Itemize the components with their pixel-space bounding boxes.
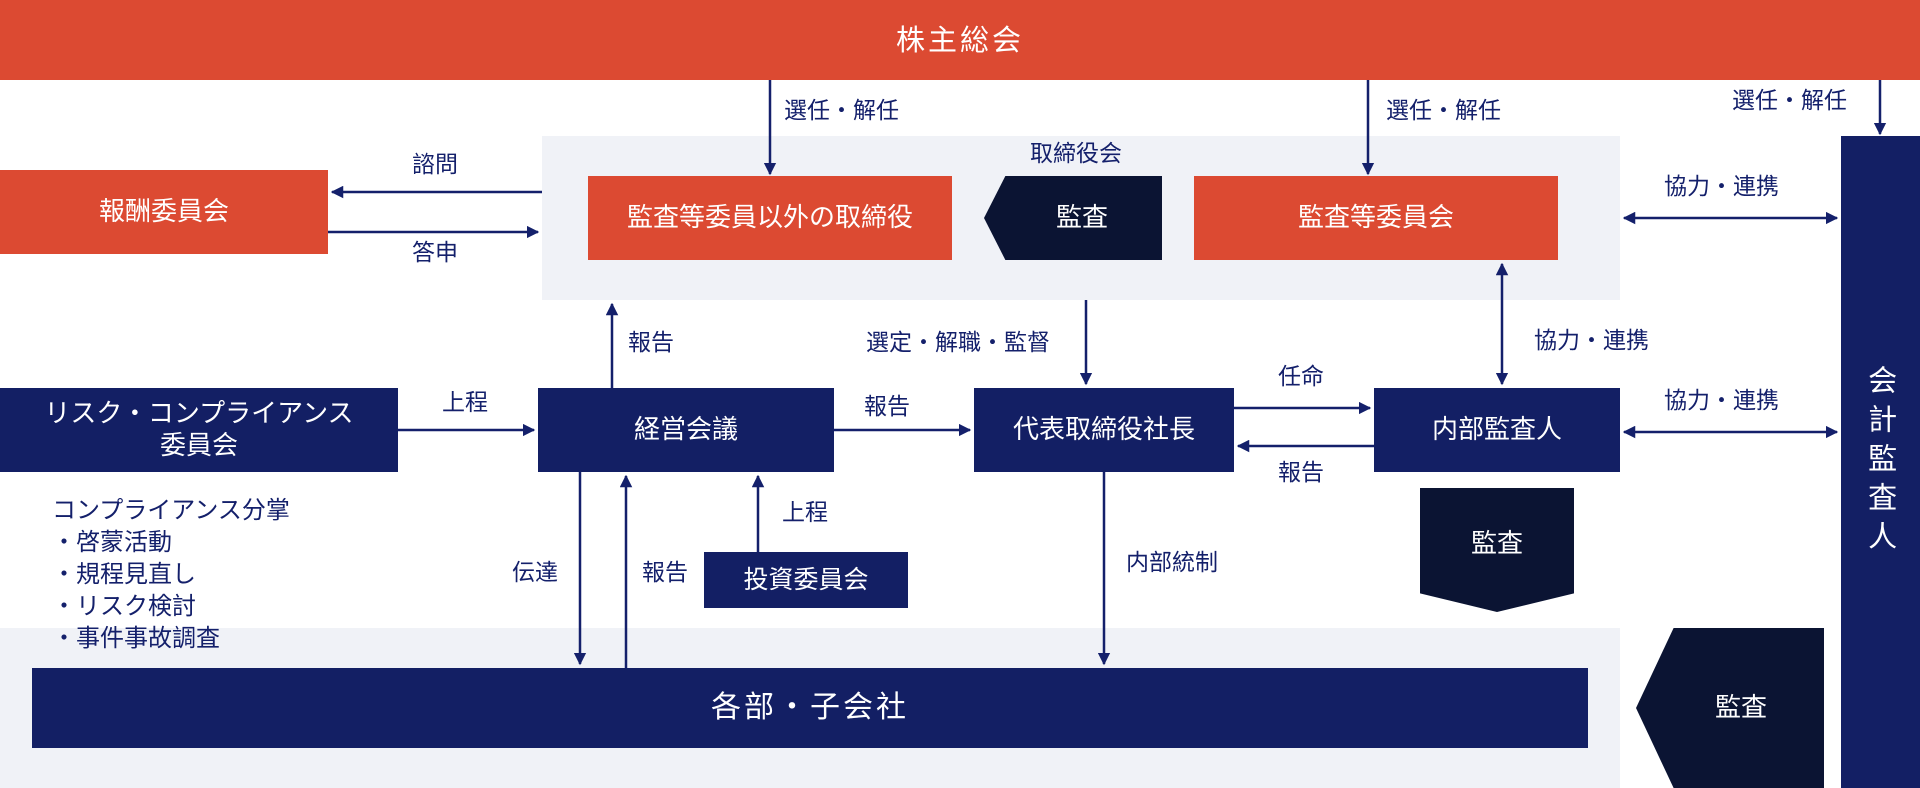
risk-committee-line1: リスク・コンプライアンス (44, 398, 354, 429)
label-elect-audit: 選任・解任 (1386, 98, 1501, 124)
label-internal-control: 内部統制 (1126, 550, 1218, 576)
label-elect-directors: 選任・解任 (784, 98, 899, 124)
compliance-item: ・規程見直し (52, 560, 196, 588)
label-coop-audit: 協力・連携 (1664, 174, 1779, 200)
compliance-title: コンプライアンス分掌 (52, 496, 290, 524)
label-report-internal: 報告 (1278, 460, 1324, 486)
compliance-notes: コンプライアンス分掌 ・啓蒙活動 ・規程見直し ・リスク検討 ・事件事故調査 (52, 494, 290, 654)
audit-badge-internal: 監査 (1420, 488, 1574, 612)
audit-committee: 監査等委員会 (1194, 176, 1558, 260)
internal-auditor: 内部監査人 (1374, 388, 1620, 472)
compliance-item: ・啓蒙活動 (52, 528, 172, 556)
risk-compliance-committee: リスク・コンプライアンス 委員会 (0, 388, 398, 472)
label-coop-internal-accounting: 協力・連携 (1664, 388, 1779, 414)
label-report-departments: 報告 (642, 560, 688, 586)
label-consult: 諮問 (412, 152, 458, 178)
president: 代表取締役社長 (974, 388, 1234, 472)
shareholders-meeting: 株主総会 (0, 0, 1920, 80)
compliance-item: ・事件事故調査 (52, 624, 220, 652)
departments-subsidiaries: 各部・子会社 (32, 668, 1588, 748)
label-report-management: 報告 (864, 394, 910, 420)
compliance-item: ・リスク検討 (52, 592, 196, 620)
board-label: 取締役会 (1030, 141, 1122, 167)
label-submit-investment: 上程 (782, 500, 828, 526)
label-report-board: 報告 (628, 330, 674, 356)
investment-committee: 投資委員会 (704, 552, 908, 608)
accounting-auditor-label: 会計監査人 (1863, 364, 1898, 560)
label-appoint: 任命 (1278, 364, 1324, 390)
audit-badge-accounting: 監査 (1636, 628, 1824, 788)
label-submit-risk: 上程 (442, 390, 488, 416)
label-communicate: 伝達 (512, 560, 558, 586)
remuneration-committee: 報酬委員会 (0, 170, 328, 254)
label-coop-internal-audit: 協力・連携 (1534, 328, 1649, 354)
accounting-auditor: 会計監査人 (1841, 136, 1920, 788)
risk-committee-line2: 委員会 (159, 431, 238, 461)
management-meeting: 経営会議 (538, 388, 834, 472)
directors-other-than-audit: 監査等委員以外の取締役 (588, 176, 952, 260)
label-select-dismiss-supervise: 選定・解職・監督 (866, 330, 1050, 356)
label-reply: 答申 (412, 240, 458, 266)
label-elect-accounting: 選任・解任 (1732, 88, 1847, 114)
audit-badge-board: 監査 (984, 176, 1162, 260)
